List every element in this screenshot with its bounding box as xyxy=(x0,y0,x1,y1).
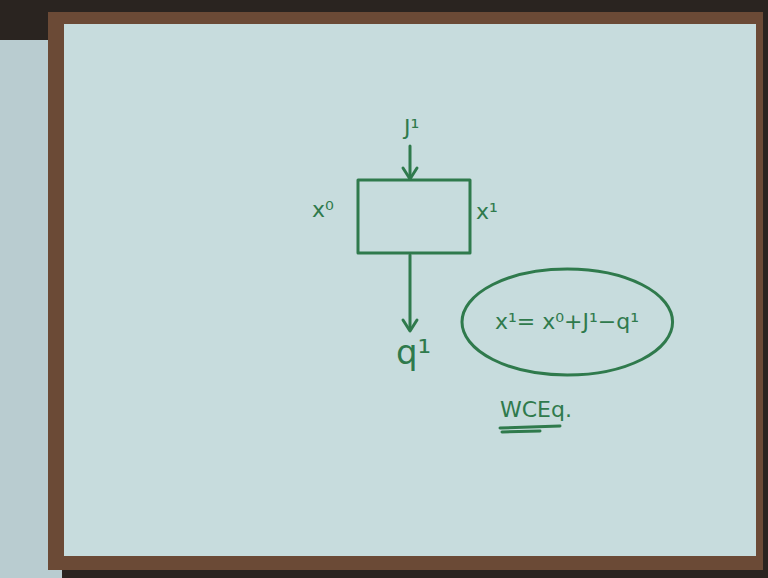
sketch-label: x⁰ xyxy=(312,198,334,222)
sketch-label: q¹ xyxy=(396,334,431,371)
sketch-label: J¹ xyxy=(404,116,419,140)
sketch-label: WCEq. xyxy=(500,398,572,422)
ellipse-node: x¹= x⁰+J¹−q¹ xyxy=(460,267,675,377)
sketch-label: x¹ xyxy=(476,200,498,224)
equation-text: x¹= x⁰+J¹−q¹ xyxy=(495,310,639,334)
